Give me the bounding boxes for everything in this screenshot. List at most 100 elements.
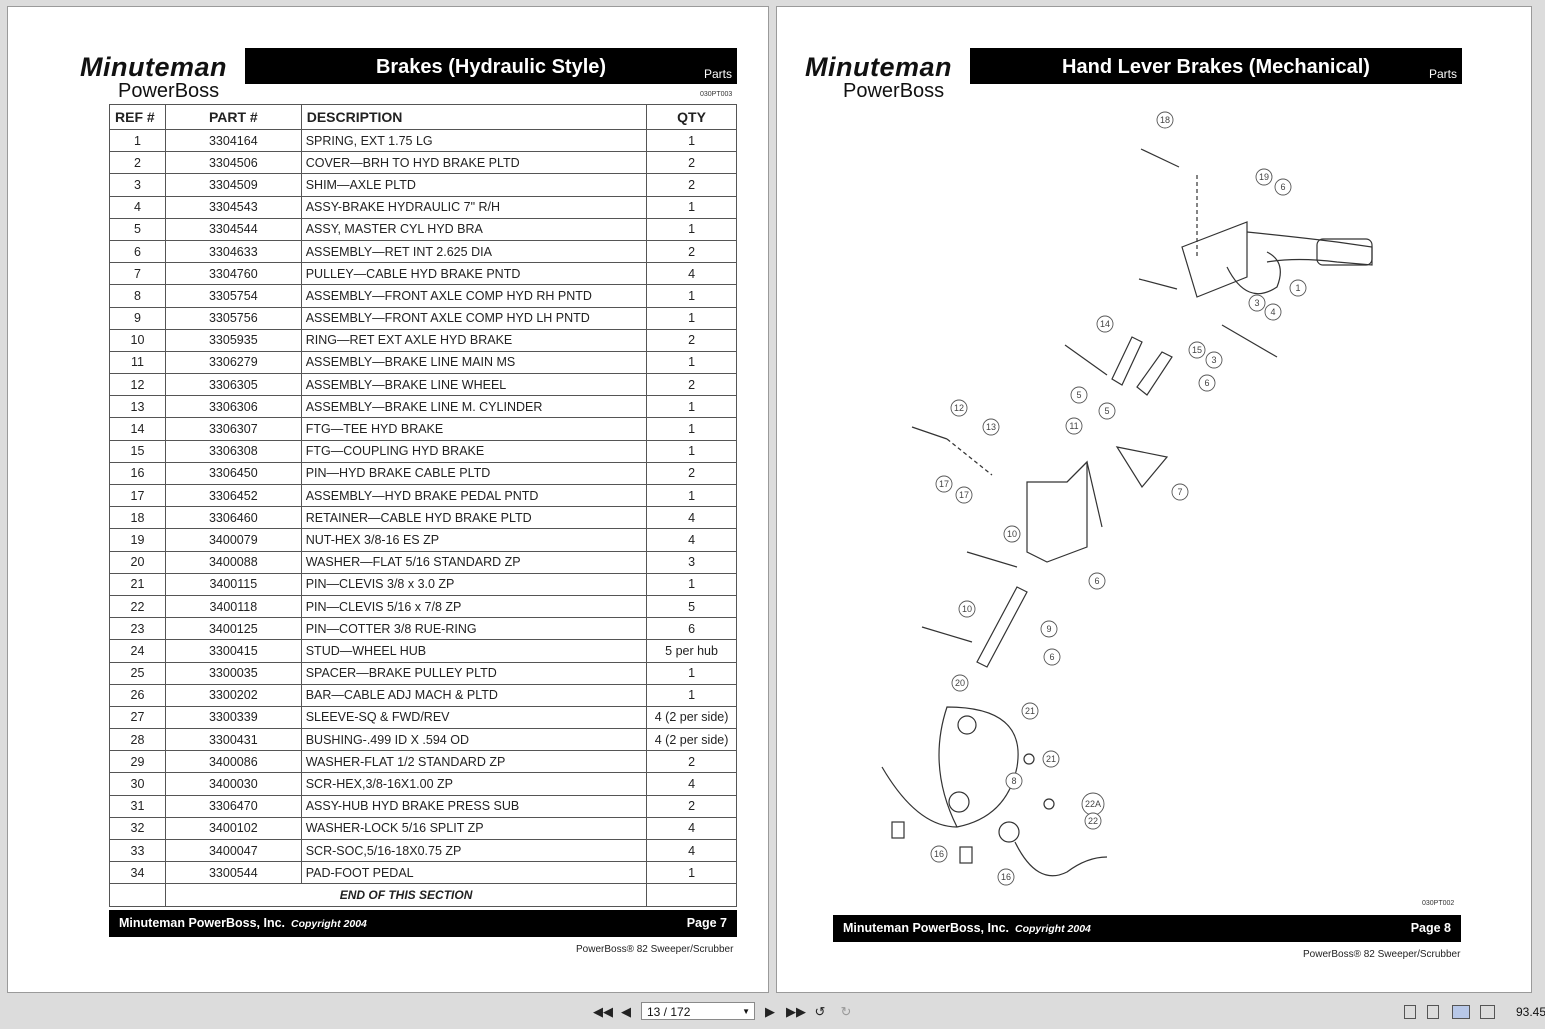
description-cell: BUSHING-.499 ID X .594 OD: [300, 728, 648, 752]
part-number-cell: 3304633: [164, 239, 302, 264]
callout-3: 3: [1248, 294, 1266, 312]
pedal-bracket-flange: [1066, 460, 1103, 528]
cable-pulley: [998, 821, 1020, 843]
table-header-row: REF # PART # DESCRIPTION QTY: [109, 104, 737, 130]
callout-label: 22A: [1085, 799, 1101, 809]
first-page-icon[interactable]: ◀◀: [593, 1004, 613, 1019]
pin-part: [1221, 324, 1278, 358]
description-cell: ASSEMBLY—HYD BRAKE PEDAL PNTD: [300, 483, 648, 508]
callout-circle: [935, 475, 953, 493]
description-cell: SPACER—BRAKE PULLEY PLTD: [300, 661, 648, 685]
callout-circle: [1156, 111, 1174, 129]
part-number-cell: 3400102: [164, 816, 302, 841]
callout-label: 6: [1204, 378, 1209, 388]
part-number-cell: 3400118: [164, 594, 302, 619]
callout-circle: [1289, 279, 1307, 297]
part-number-cell: 3400079: [164, 528, 302, 552]
qty-cell: 1: [646, 350, 737, 375]
figure-code: 030PT002: [1422, 900, 1455, 907]
callout-5: 5: [1070, 386, 1088, 404]
ref-cell: 14: [109, 417, 166, 441]
figure-code: 030PT003: [700, 91, 733, 98]
description-cell: SPRING, EXT 1.75 LG: [300, 128, 648, 153]
part-number-cell: 3306279: [164, 350, 302, 375]
ref-cell: 20: [109, 550, 166, 574]
description-cell: FTG—COUPLING HYD BRAKE: [300, 439, 648, 463]
ref-cell: 32: [109, 816, 166, 841]
description-cell: COVER—BRH TO HYD BRAKE PLTD: [300, 151, 648, 175]
callout-label: 11: [1069, 421, 1078, 431]
lever-pawl: [1226, 251, 1281, 295]
ref-cell: 13: [109, 395, 166, 419]
callout-circle: [958, 600, 976, 618]
continuous-view-icon[interactable]: [1427, 1005, 1439, 1019]
callout-label: 6: [1049, 652, 1054, 662]
ref-cell: 6: [109, 239, 166, 264]
part-number-cell: 3305935: [164, 328, 302, 352]
pedal-bracket: [1026, 460, 1088, 563]
ref-cell: 8: [109, 284, 166, 308]
callout-9: 9: [1040, 620, 1058, 638]
callout-label: 15: [1192, 345, 1202, 355]
next-page-icon[interactable]: ▶: [765, 1004, 775, 1019]
callout-22A: 22A: [1081, 792, 1105, 816]
callout-circle: [997, 868, 1015, 886]
ref-cell: 21: [109, 572, 166, 596]
callout-label: 22: [1088, 816, 1098, 826]
qty-cell: 2: [646, 328, 737, 352]
go-back-icon[interactable]: ↺: [814, 1004, 826, 1019]
callout-21: 21: [1021, 702, 1039, 720]
callout-circle: [1005, 772, 1023, 790]
callout-label: 1: [1295, 283, 1300, 293]
callout-13: 13: [982, 418, 1000, 436]
qty-cell: 4: [646, 262, 737, 286]
page-number-field[interactable]: 13 / 172 ▼: [641, 1002, 755, 1020]
single-page-view-icon[interactable]: [1404, 1005, 1416, 1019]
callout-19: 19: [1255, 168, 1273, 186]
part-number-cell: 3300431: [164, 728, 302, 752]
washer-part: [1023, 753, 1035, 765]
qty-cell: 1: [646, 483, 737, 508]
qty-cell: 4: [646, 772, 737, 796]
part-number-cell: 3304543: [164, 195, 302, 219]
ref-cell: 18: [109, 506, 166, 530]
pedal-arm: [976, 586, 1028, 668]
ref-cell: 12: [109, 373, 166, 397]
zoom-level[interactable]: 93.45: [1516, 1005, 1545, 1019]
callout-label: 20: [955, 678, 965, 688]
callout-1: 1: [1289, 279, 1307, 297]
ref-cell: 34: [109, 861, 166, 885]
brake-cable: [1014, 841, 1108, 877]
two-page-view-icon[interactable]: [1452, 1005, 1470, 1019]
prev-page-icon[interactable]: ◀: [621, 1004, 631, 1019]
go-forward-icon[interactable]: ↻: [840, 1004, 852, 1019]
callout-circle: [1098, 402, 1116, 420]
callout-5: 5: [1098, 402, 1116, 420]
two-page-continuous-icon[interactable]: [1480, 1005, 1495, 1019]
cable-pulley: [957, 715, 977, 735]
description-cell: ASSY, MASTER CYL HYD BRA: [300, 217, 648, 241]
ref-cell: 22: [109, 594, 166, 619]
chevron-down-icon[interactable]: ▼: [742, 1007, 750, 1016]
part-number-cell: 3400030: [164, 772, 302, 796]
part-number-cell: 3304544: [164, 217, 302, 241]
part-number-cell: 3300035: [164, 661, 302, 685]
callout-10: 10: [1003, 525, 1021, 543]
last-page-icon[interactable]: ▶▶: [786, 1004, 806, 1019]
callout-15: 15: [1188, 341, 1206, 359]
ref-cell: 26: [109, 683, 166, 707]
